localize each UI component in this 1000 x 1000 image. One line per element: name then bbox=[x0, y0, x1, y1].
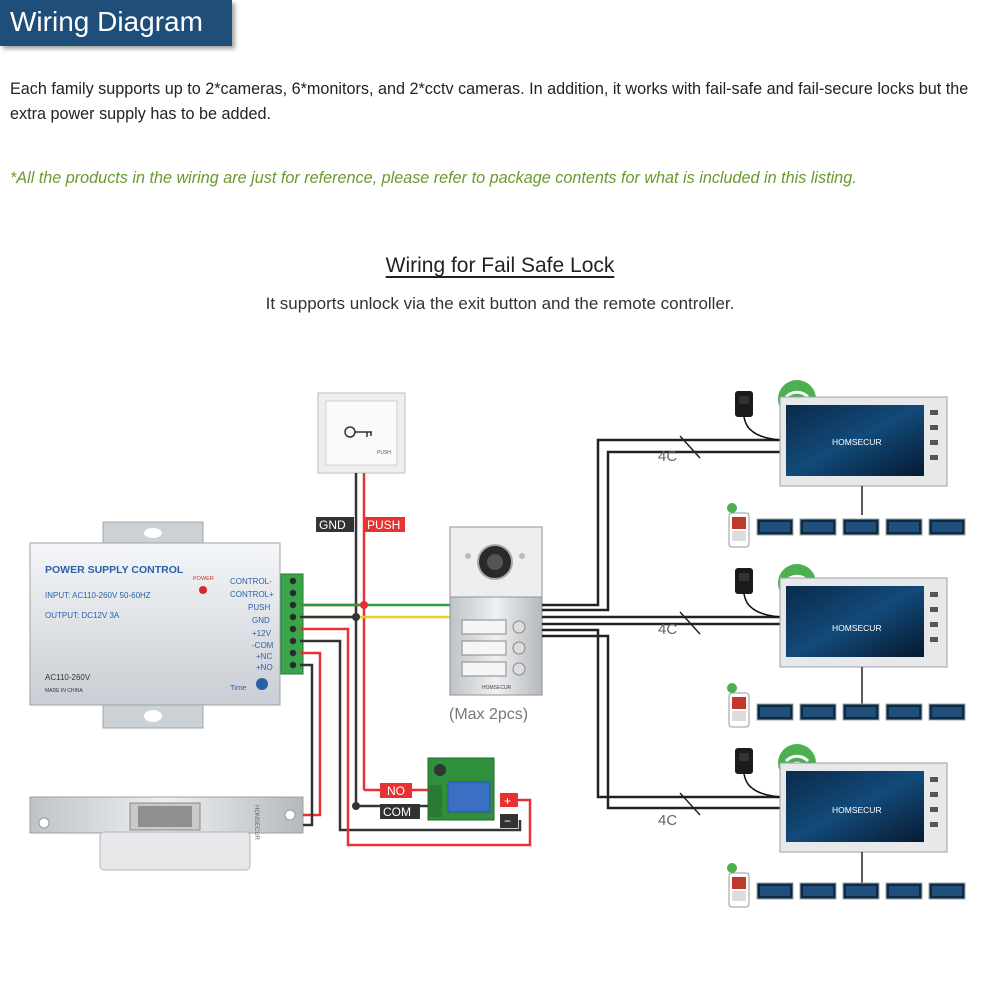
section-subtitle: It supports unlock via the exit button a… bbox=[265, 294, 735, 313]
power-adapter-icon bbox=[734, 747, 754, 789]
svg-text:GND: GND bbox=[252, 616, 270, 625]
cctv-camera-icon bbox=[756, 518, 794, 536]
psu-input: INPUT: AC110-260V 50-60HZ bbox=[45, 591, 151, 600]
monitor-unit-1: HOMSECUR bbox=[726, 378, 966, 548]
svg-text:+12V: +12V bbox=[252, 629, 272, 638]
monitor-unit-3: HOMSECUR bbox=[726, 742, 966, 908]
cctv-camera-icon bbox=[756, 703, 794, 721]
svg-text:CONTROL+: CONTROL+ bbox=[230, 590, 274, 599]
smartphone-icon bbox=[726, 502, 750, 548]
cable-label-2: 4C bbox=[658, 621, 677, 638]
svg-text:+NO: +NO bbox=[256, 663, 273, 672]
psu-terminal-labels: CONTROL- CONTROL+ PUSH GND +12V -COM +NC… bbox=[230, 577, 274, 672]
smartphone-icon bbox=[726, 862, 750, 908]
monitor-brand: HOMSECUR bbox=[832, 437, 882, 447]
intro-text: Each family supports up to 2*cameras, 6*… bbox=[10, 80, 969, 123]
relay-minus: − bbox=[504, 814, 511, 828]
door-station-caption: (Max 2pcs) bbox=[449, 706, 528, 723]
monitor-brand: HOMSECUR bbox=[832, 623, 882, 633]
no-tag: NO bbox=[387, 784, 405, 798]
psu-time-label: Time bbox=[230, 683, 246, 692]
relay-plus: + bbox=[504, 794, 511, 808]
cable-label-3: 4C bbox=[658, 812, 677, 829]
gnd-tag: GND bbox=[319, 518, 346, 532]
psu-made-in: MADE IN CHINA bbox=[45, 688, 83, 694]
door-station-brand: HOMSECUR bbox=[482, 685, 512, 691]
section-title: Wiring for Fail Safe Lock bbox=[385, 254, 615, 277]
svg-text:-COM: -COM bbox=[252, 641, 274, 650]
lock-brand: HOMSECUR bbox=[253, 805, 259, 841]
push-tag: PUSH bbox=[367, 518, 400, 532]
psu-title: POWER SUPPLY CONTROL bbox=[45, 564, 184, 576]
terminal-block bbox=[280, 573, 304, 675]
cable-label-1: 4C bbox=[658, 448, 677, 465]
svg-text:+NC: +NC bbox=[256, 652, 272, 661]
com-tag: COM bbox=[383, 805, 411, 819]
reference-note: *All the products in the wiring are just… bbox=[10, 169, 857, 187]
power-adapter-icon bbox=[734, 567, 754, 609]
svg-text:PUSH: PUSH bbox=[248, 603, 270, 612]
power-led bbox=[199, 586, 207, 594]
svg-text:CONTROL-: CONTROL- bbox=[230, 577, 272, 586]
psu-output: OUTPUT: DC12V 3A bbox=[45, 611, 120, 620]
cctv-camera-icon bbox=[756, 882, 794, 900]
psu-power-label: POWER bbox=[193, 576, 214, 582]
monitor-brand: HOMSECUR bbox=[832, 805, 882, 815]
smartphone-icon bbox=[726, 682, 750, 728]
power-adapter-icon bbox=[734, 390, 754, 432]
exit-button-label: PUSH bbox=[377, 450, 391, 456]
psu-ac-label: AC110-260V bbox=[45, 673, 91, 682]
page-title: Wiring Diagram bbox=[10, 6, 203, 37]
power-supply-box bbox=[29, 542, 281, 706]
monitor-unit-2: HOMSECUR bbox=[726, 562, 966, 728]
time-knob-icon bbox=[256, 678, 268, 690]
title-band: Wiring Diagram bbox=[0, 0, 232, 46]
